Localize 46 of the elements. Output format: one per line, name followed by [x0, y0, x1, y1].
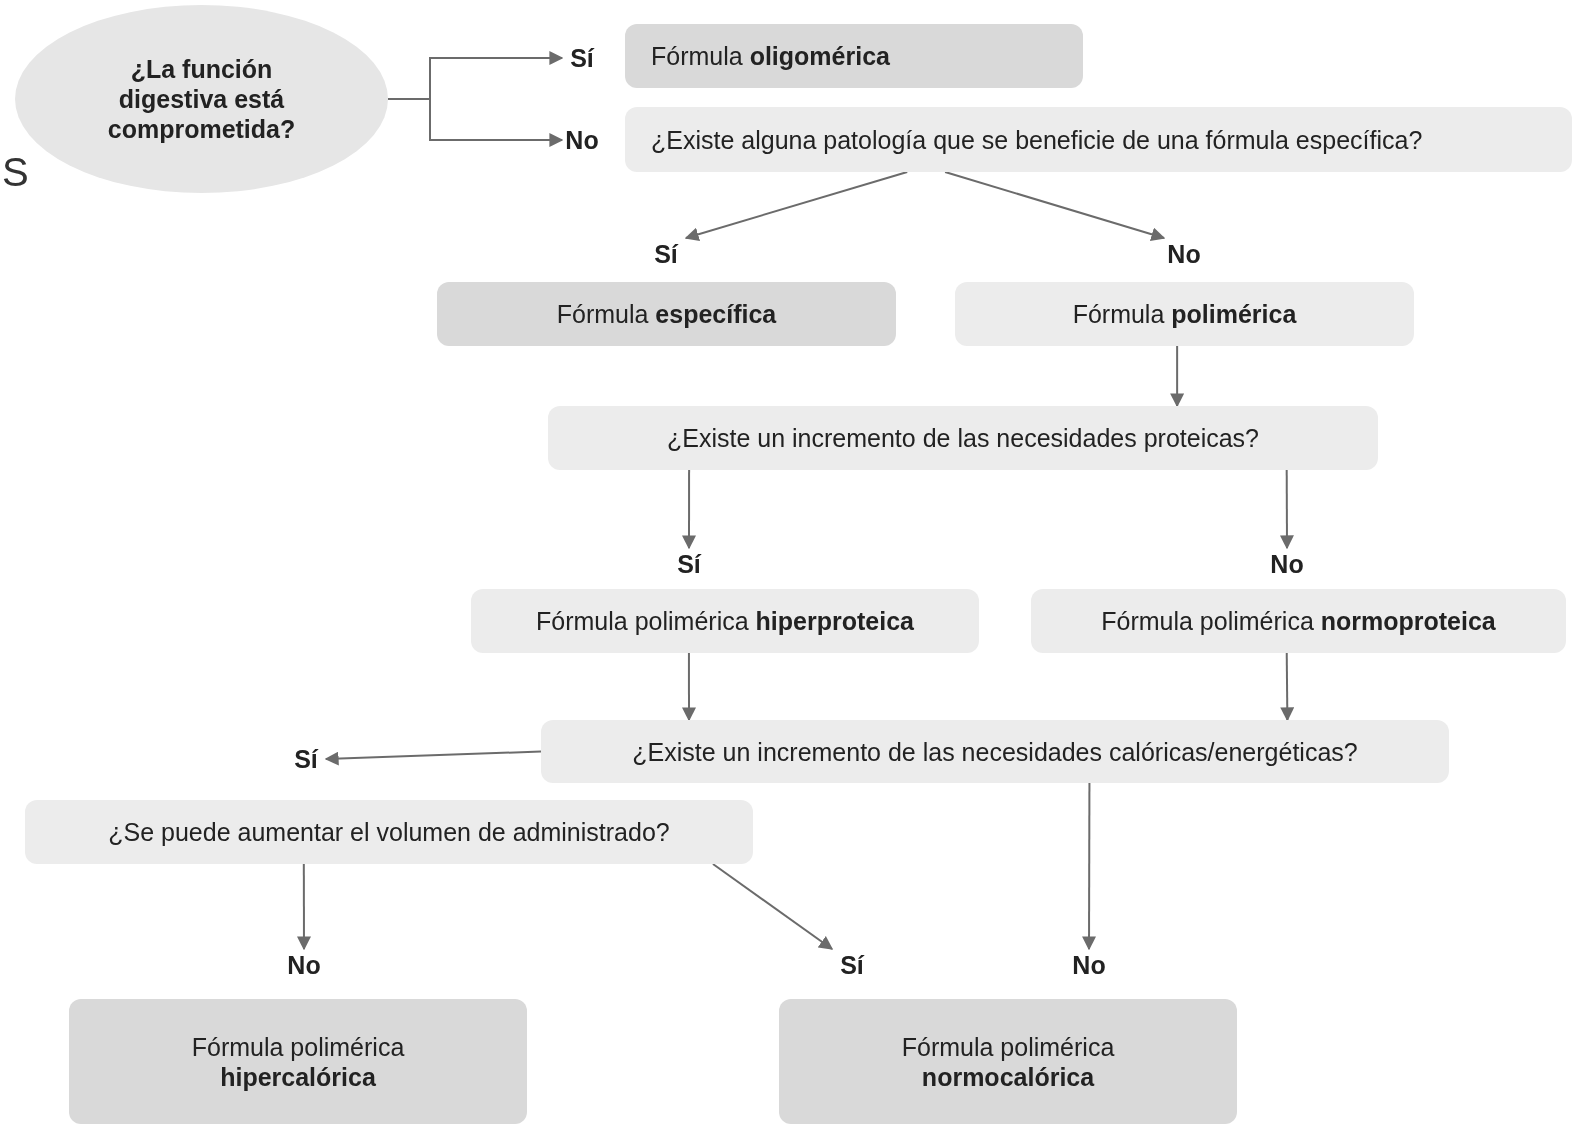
box-text: ¿Existe alguna patología que se beneficie de una fórmula específica? — [651, 124, 1423, 155]
arrow — [711, 863, 834, 950]
box-text: Fórmula polimérica hiperproteica — [536, 606, 914, 636]
formula-box — [69, 999, 527, 1124]
arrow — [387, 98, 564, 147]
formula-box — [471, 589, 979, 653]
box-text: ¿Existe un incremento de las necesidades proteicas? — [667, 423, 1259, 453]
answer-label: Sí — [832, 949, 872, 981]
question-box — [625, 107, 1572, 172]
answer-label: No — [1069, 949, 1109, 981]
box-text: Fórmula específica — [556, 299, 777, 329]
arrow — [1279, 469, 1294, 550]
arrow — [682, 469, 696, 550]
formula-box — [955, 282, 1414, 346]
answer-label: Sí — [286, 743, 326, 775]
answer-label: No — [1164, 238, 1204, 270]
arrow — [1170, 345, 1185, 408]
arrow — [296, 863, 311, 951]
formula-box — [625, 24, 1083, 88]
answer-label: No — [1267, 548, 1307, 580]
box-text: ¿Se puede aumentar el volumen de administrado? — [108, 817, 670, 847]
formula-box — [1031, 589, 1566, 653]
question-box — [541, 720, 1449, 783]
box-text: Fórmula oligomérica — [651, 41, 890, 71]
box-text: ¿Existe un incremento de las necesidades calóricas/energéticas? — [632, 736, 1358, 767]
arrow — [324, 750, 542, 766]
arrow — [1280, 652, 1295, 722]
answer-label: Sí — [646, 238, 686, 270]
formula-box — [779, 999, 1237, 1124]
box-text: Fórmula polimérica normocalórica — [900, 1031, 1116, 1092]
cut-off-letter: S — [2, 150, 29, 195]
formula-box — [437, 282, 896, 346]
box-text: Fórmula polimérica hipercalórica — [190, 1031, 406, 1092]
answer-label: Sí — [669, 548, 709, 580]
question-box — [25, 800, 753, 864]
arrow — [1082, 782, 1097, 951]
arrow — [944, 171, 1166, 242]
question-box — [548, 406, 1378, 470]
answer-label: Sí — [562, 42, 602, 74]
box-text: ¿La función digestiva está comprometida? — [106, 54, 297, 144]
box-text: Fórmula polimérica — [1072, 299, 1297, 329]
answer-label: No — [284, 949, 324, 981]
answer-label: No — [562, 124, 602, 156]
arrow — [684, 171, 909, 242]
arrow — [682, 652, 696, 722]
box-text: Fórmula polimérica normoproteica — [1101, 606, 1496, 636]
